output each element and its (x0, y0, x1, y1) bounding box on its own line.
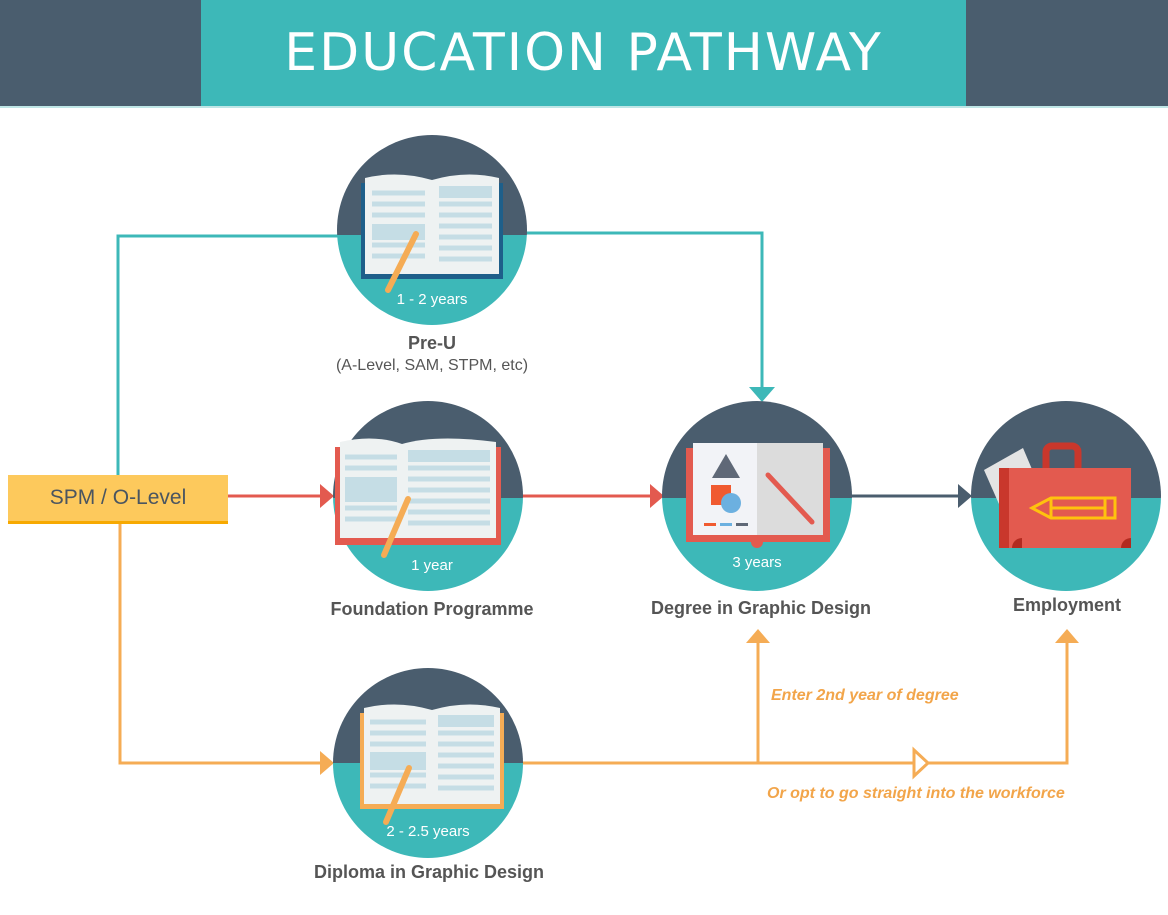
arrow-up-icon (746, 629, 770, 643)
preu-connector (116, 231, 764, 475)
arrow-right-icon (958, 484, 972, 508)
arrow-right-icon (320, 484, 334, 508)
foundation-duration: 1 year (411, 557, 453, 574)
preu-subtitle: (A-Level, SAM, STPM, etc) (335, 357, 529, 374)
degree-title: Degree in Graphic Design (650, 598, 872, 618)
arrow-down-icon (749, 387, 775, 402)
book-icon (361, 174, 503, 293)
degree-duration: 3 years (732, 554, 782, 571)
diploma-title: Diploma in Graphic Design (313, 862, 545, 882)
start-label: SPM / O-Level (49, 486, 187, 509)
diploma-duration: 2 - 2.5 years (386, 823, 470, 840)
arrow-up-icon (1055, 629, 1079, 643)
book-icon (360, 704, 504, 825)
employment-title: Employment (1012, 595, 1122, 615)
note-workforce: Or opt to go straight into the workforce (767, 785, 1065, 802)
briefcase-icon (984, 442, 1131, 548)
preu-title: Pre-U (407, 333, 457, 353)
arrow-right-icon (650, 484, 664, 508)
preu-duration: 1 - 2 years (396, 291, 468, 308)
header-band: EDUCATION PATHWAY (201, 0, 966, 106)
arrow-outline-right-icon (912, 746, 931, 780)
book-icon (335, 438, 501, 558)
start-node-spm: SPM / O-Level (8, 475, 228, 524)
sketchbook-icon (686, 443, 830, 548)
header-divider (0, 106, 1168, 108)
header-bar: EDUCATION PATHWAY (0, 0, 1168, 106)
page-title: EDUCATION PATHWAY (284, 23, 883, 83)
arrow-right-icon (320, 751, 334, 775)
note-enter-second-year: Enter 2nd year of degree (771, 687, 959, 704)
diploma-connector (118, 523, 1069, 765)
foundation-title: Foundation Programme (330, 599, 534, 619)
